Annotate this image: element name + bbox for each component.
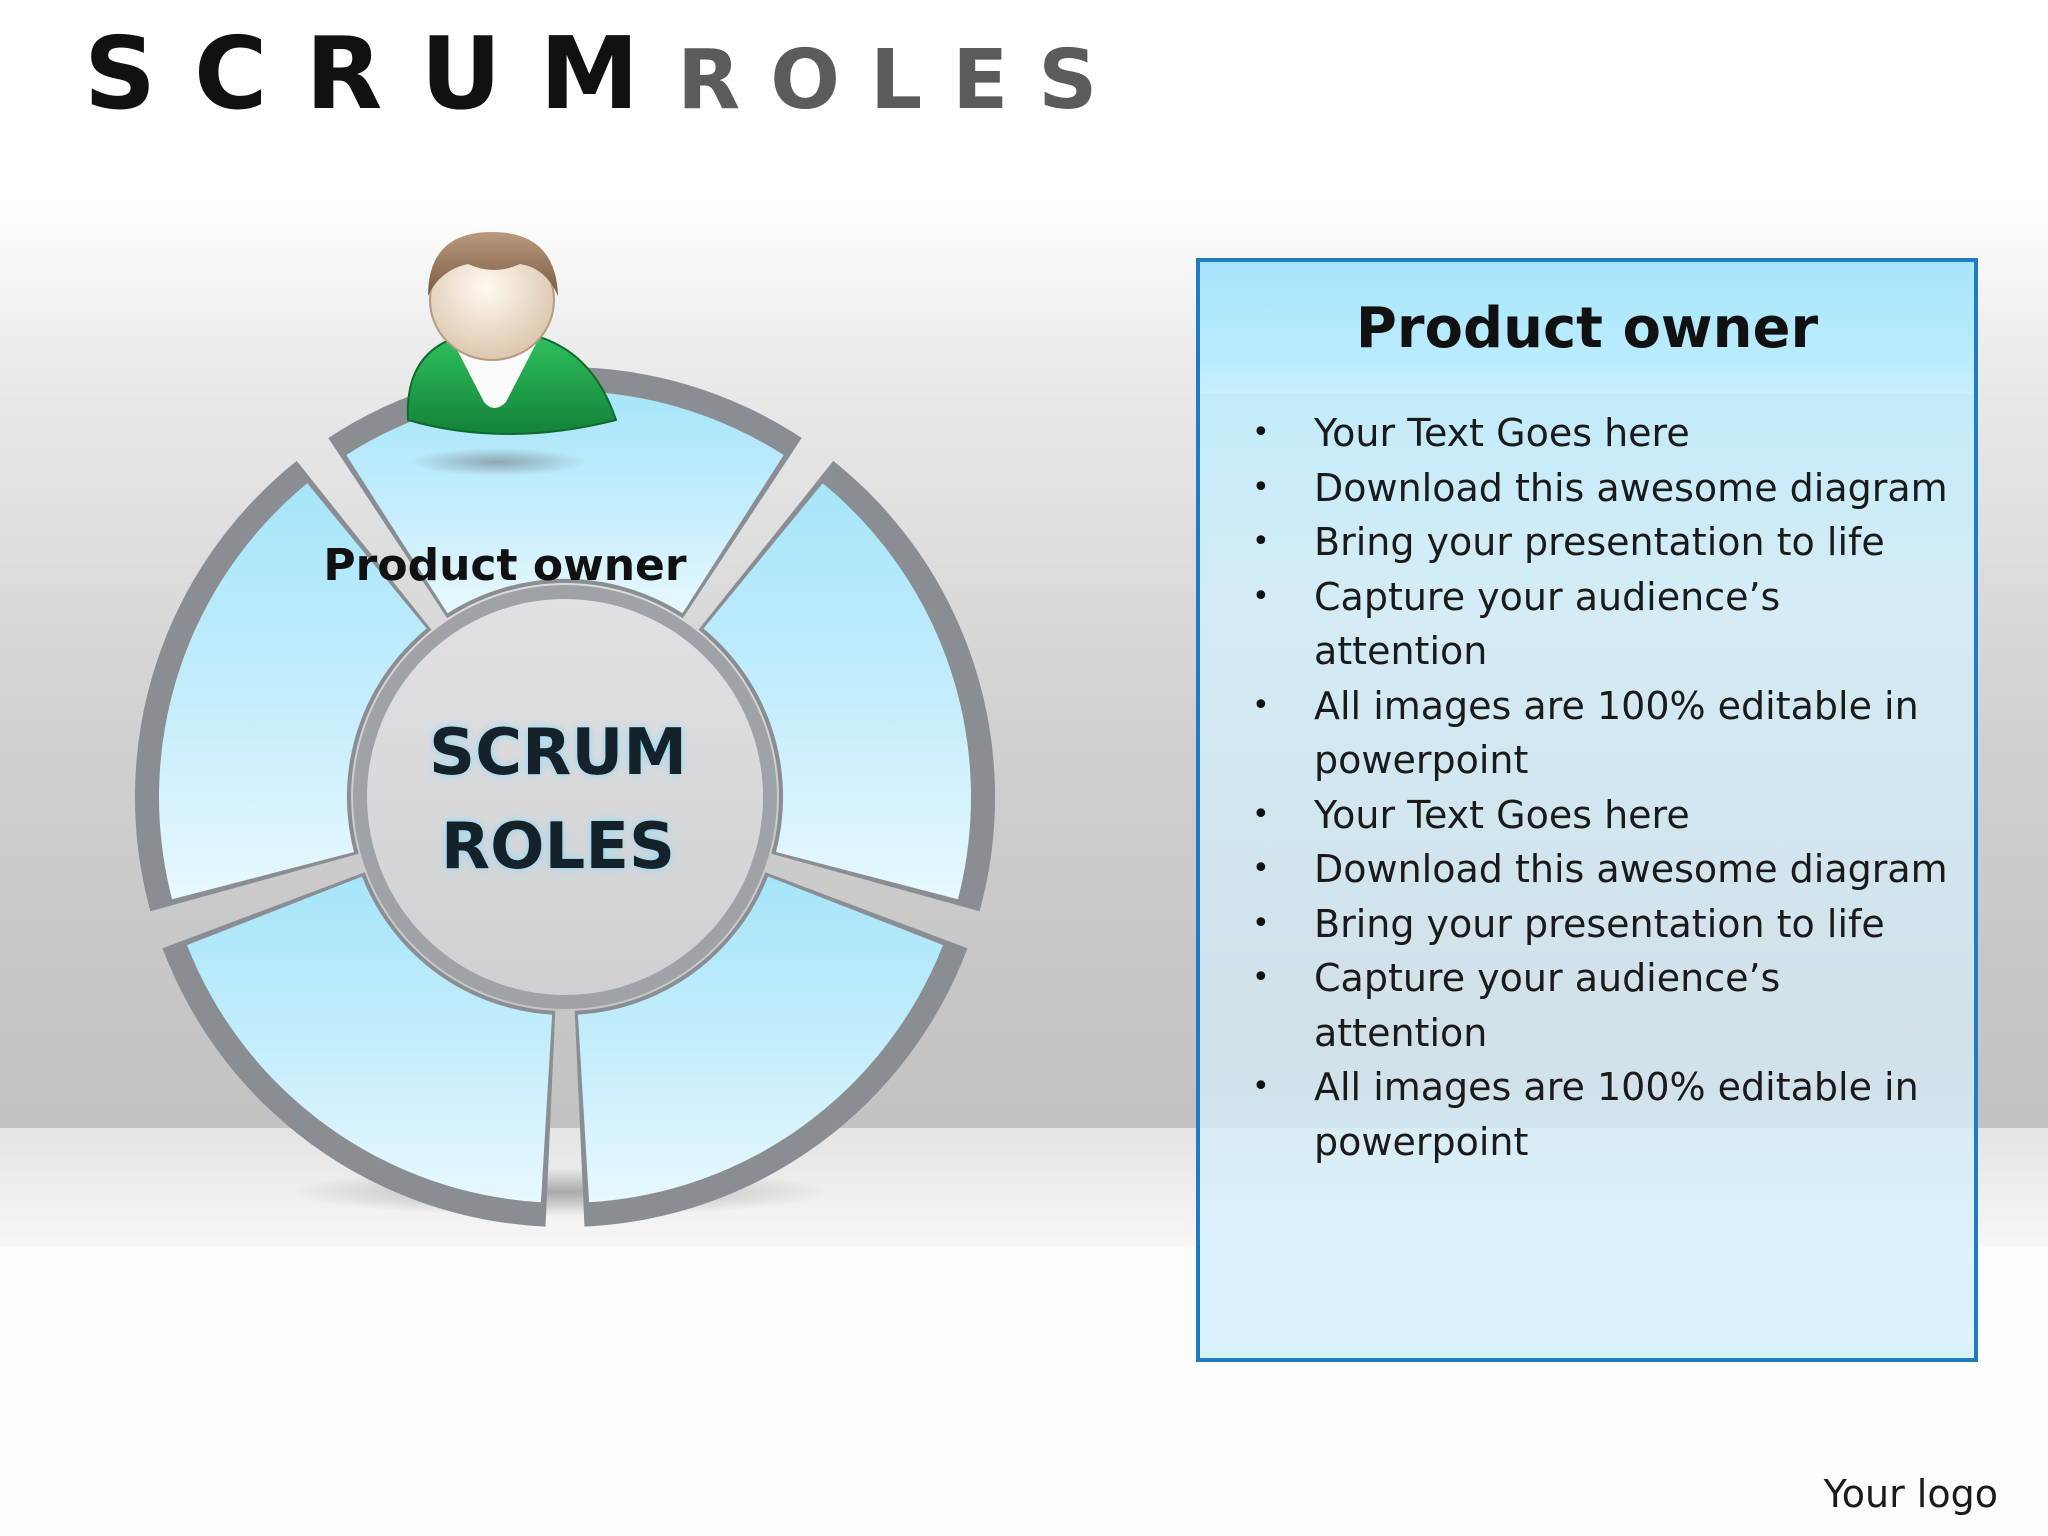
slide-title: SCRUMROLES [84,24,1127,124]
center-label-line1: SCRUM [429,716,687,790]
bullet-dot-icon: • [1252,1069,1270,1104]
title-word-scrum: SCRUM [84,15,678,132]
title-word-roles: ROLES [677,33,1128,128]
ring-segment-product-owner[interactable] [346,391,784,614]
ring-segment[interactable] [187,876,553,1203]
bullet-text: Bring your presentation to life [1314,901,1885,946]
bullet-item: • All images are 100% editable in powerpo… [1200,1060,1974,1169]
logo-placeholder: Your logo [1823,1472,1998,1516]
bullet-text: Capture your audience’s attention [1314,574,1781,674]
person-avatar-icon [406,232,618,476]
center-label-line2: ROLES [441,810,675,884]
bullet-text: Bring your presentation to life [1314,520,1885,564]
bullet-item: • Capture your audience’s attention [1200,570,1974,679]
bullet-text: Download this awesome diagram [1314,847,1948,891]
bullet-item: • Capture your audience’s attention [1200,951,1974,1060]
bullet-item: • Bring your presentation to life [1200,897,1974,952]
bullet-dot-icon: • [1252,960,1270,995]
panel-title: Product owner [1355,295,1819,361]
bullet-text: All images are 100% editable in powerpoi… [1314,1065,1919,1164]
bullet-text: Your Text Goes here [1314,792,1690,837]
bullet-dot-icon: • [1252,796,1270,832]
ring-segment[interactable] [703,483,971,900]
bullet-item: • Download this awesome diagram [1200,461,1974,516]
segment-label-product-owner: Product owner [323,540,686,591]
bullet-item: • Your Text Goes here [1200,788,1974,843]
bullet-dot-icon: • [1252,851,1270,886]
ring-hub-face [367,599,763,995]
bullet-item: • All images are 100% editable in powerpo… [1200,679,1974,788]
bullet-dot-icon: • [1252,524,1270,559]
bullet-dot-icon: • [1252,415,1270,450]
bullet-list: • Your Text Goes here • Download this awes… [1200,394,1974,1169]
bullet-item: • Your Text Goes here [1200,406,1974,461]
bullet-item: • Download this awesome diagram [1200,842,1974,897]
ring-segment[interactable] [577,876,943,1203]
bullet-text: Your Text Goes here [1314,411,1690,455]
bullet-text: Download this awesome diagram [1314,465,1948,510]
bullet-item: • Bring your presentation to life [1200,515,1974,570]
bullet-text: Capture your audience’s attention [1314,956,1781,1055]
bullet-dot-icon: • [1252,905,1270,941]
role-info-panel: Product owner • Your Text Goes here • Down… [1196,258,1978,1362]
panel-header: Product owner [1200,262,1974,394]
bullet-dot-icon: • [1252,687,1270,723]
ring-segment[interactable] [159,483,427,900]
bullet-text: All images are 100% editable in powerpoi… [1314,683,1919,783]
bullet-dot-icon: • [1252,578,1270,614]
bullet-dot-icon: • [1252,469,1270,505]
